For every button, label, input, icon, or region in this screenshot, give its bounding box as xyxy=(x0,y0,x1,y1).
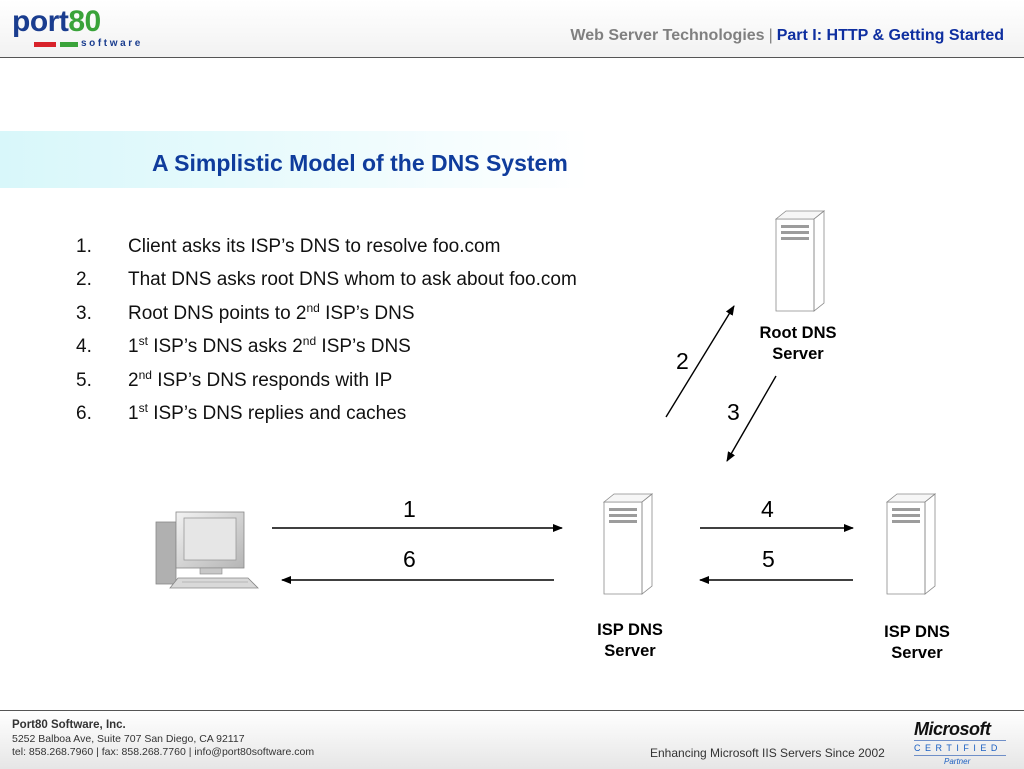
title-band xyxy=(0,131,590,188)
port80-logo: port80 software xyxy=(12,6,142,50)
step-text: Root DNS points to 2nd ISP’s DNS xyxy=(128,300,415,324)
isp1-dns-server-icon xyxy=(602,493,654,595)
arrow-3-root-to-isp1 xyxy=(726,375,777,462)
isp2-dns-server-label: ISP DNS Server xyxy=(884,623,950,662)
arrow-label-5: 5 xyxy=(762,546,775,572)
step-number: 6. xyxy=(76,402,92,424)
ms-logo-partner: Partner xyxy=(944,757,971,766)
root-dns-server-label: Root DNS Server xyxy=(759,324,837,363)
logo-word-port: port xyxy=(12,5,69,38)
client-computer-icon xyxy=(155,511,259,589)
step-text: That DNS asks root DNS whom to ask about… xyxy=(128,269,577,291)
arrow-label-2: 2 xyxy=(676,348,689,374)
header-part-label: Part I: HTTP & Getting Started xyxy=(776,27,1004,44)
step-number: 1. xyxy=(76,236,92,257)
isp2-dns-server-icon xyxy=(885,493,937,595)
slide-title: A Simplistic Model of the DNS System xyxy=(152,150,568,176)
arrow-label-6: 6 xyxy=(403,546,416,572)
step-number: 5. xyxy=(76,369,92,391)
logo-software-text: software xyxy=(81,38,143,49)
ms-logo-certified: CERTIFIED xyxy=(914,743,1002,753)
step-text: 2nd ISP’s DNS responds with IP xyxy=(128,367,393,391)
step-text: Client asks its ISP’s DNS to resolve foo… xyxy=(128,236,501,257)
step-number: 4. xyxy=(76,336,92,358)
header-separator: | xyxy=(768,27,773,44)
header-section-label: Web Server Technologies xyxy=(570,27,765,44)
footer-company: Port80 Software, Inc. xyxy=(12,719,126,731)
slide-header: port80 software Web Server Technologies|… xyxy=(0,0,1024,58)
footer-tagline: Enhancing Microsoft IIS Servers Since 20… xyxy=(650,746,885,760)
logo-red-bar xyxy=(34,42,56,47)
arrow-label-3: 3 xyxy=(727,399,740,425)
step-number: 3. xyxy=(76,302,92,324)
footer-address: 5252 Balboa Ave, Suite 707 San Diego, CA… xyxy=(12,733,245,745)
logo-word-80: 80 xyxy=(68,5,101,38)
ms-logo-word: Microsoft xyxy=(914,719,991,739)
microsoft-certified-partner-logo: Microsoft CERTIFIED Partner xyxy=(910,719,1010,767)
step-text: 1st ISP’s DNS replies and caches xyxy=(128,400,407,424)
isp1-dns-server-label: ISP DNS Server xyxy=(597,621,663,660)
arrow-label-4: 4 xyxy=(761,496,774,522)
header-breadcrumb: Web Server Technologies|Part I: HTTP & G… xyxy=(570,27,1004,45)
arrow-2-isp1-to-root xyxy=(665,305,735,418)
slide-footer: Port80 Software, Inc. 5252 Balboa Ave, S… xyxy=(0,710,1024,769)
logo-green-bar xyxy=(60,42,78,47)
footer-contact: tel: 858.268.7960 | fax: 858.268.7760 | … xyxy=(12,746,315,758)
arrow-label-1: 1 xyxy=(403,496,416,522)
root-dns-server-icon xyxy=(774,210,826,312)
step-number: 2. xyxy=(76,269,92,291)
step-text: 1st ISP’s DNS asks 2nd ISP’s DNS xyxy=(128,334,411,358)
